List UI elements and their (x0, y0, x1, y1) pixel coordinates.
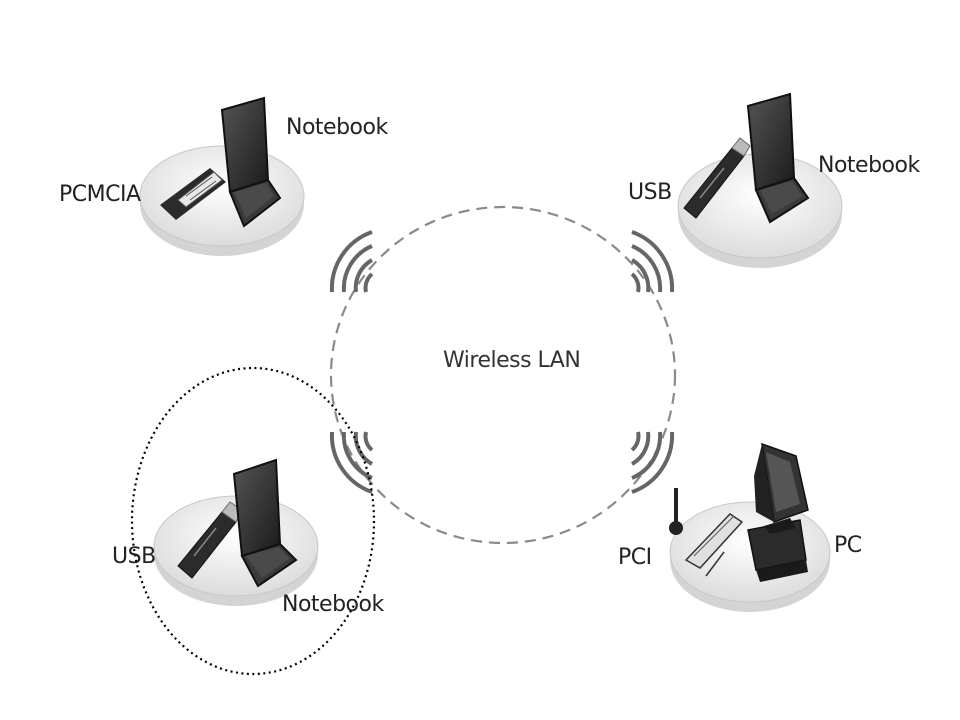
pc-icon (747, 442, 809, 582)
bottom-right-device-label: PC (834, 533, 862, 558)
top-right-device-label: Notebook (818, 153, 920, 178)
signal-waves-bottom-left-icon (329, 431, 374, 494)
notebook-icon (220, 96, 282, 228)
wireless-lan-ring (329, 205, 677, 545)
node-bottom-left (153, 458, 319, 606)
bottom-right-adapter-label: PCI (618, 545, 652, 570)
top-left-adapter-label: PCMCIA (59, 182, 141, 207)
top-right-adapter-label: USB (628, 180, 672, 205)
bottom-left-device-label: Notebook (282, 592, 384, 617)
node-bottom-right (669, 442, 831, 612)
notebook-icon (746, 92, 810, 224)
signal-waves-top-right-icon (630, 230, 675, 293)
signal-waves-bottom-right-icon (630, 431, 675, 494)
node-top-left (139, 96, 305, 256)
wireless-lan-label: Wireless LAN (443, 348, 581, 373)
notebook-icon (232, 458, 298, 588)
signal-waves-top-left-icon (329, 230, 374, 293)
node-top-right (677, 92, 843, 268)
bottom-left-adapter-label: USB (112, 544, 156, 569)
highlight-circle (130, 366, 376, 676)
pci-card-icon (669, 488, 744, 577)
pcmcia-card-icon (160, 168, 226, 220)
top-left-device-label: Notebook (286, 115, 388, 140)
usb-stick-icon (683, 137, 751, 219)
